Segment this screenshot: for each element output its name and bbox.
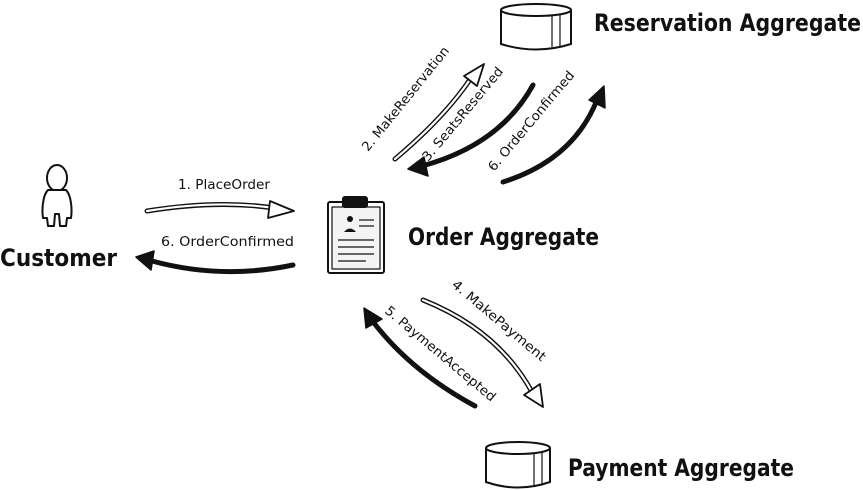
place-order-label: 1. PlaceOrder [178, 178, 271, 193]
payment-aggregate-node: Payment Aggregate [485, 441, 794, 489]
clipboard-icon [327, 196, 385, 274]
reservation-aggregate-node: Reservation Aggregate [500, 3, 861, 51]
order-confirmed-customer-label: 6. OrderConfirmed [161, 235, 294, 250]
person-icon [41, 164, 73, 227]
make-payment-arrow [420, 297, 544, 408]
order-confirmed-reservation-arrow [500, 85, 606, 185]
reservation-aggregate-label: Reservation Aggregate [594, 9, 861, 37]
make-reservation-arrow [392, 63, 485, 162]
order-aggregate-node: Order Aggregate [327, 196, 599, 274]
order-aggregate-label: Order Aggregate [408, 223, 599, 251]
payment-aggregate-label: Payment Aggregate [568, 454, 794, 482]
customer-node: Customer [0, 164, 117, 272]
database-icon [500, 3, 572, 51]
customer-label: Customer [0, 244, 117, 272]
database-icon [485, 441, 551, 489]
payment-accepted-arrow [363, 307, 478, 409]
order-confirmed-customer-arrow [135, 250, 296, 275]
place-order-arrow [144, 200, 295, 219]
seats-reserved-arrow [407, 82, 536, 177]
